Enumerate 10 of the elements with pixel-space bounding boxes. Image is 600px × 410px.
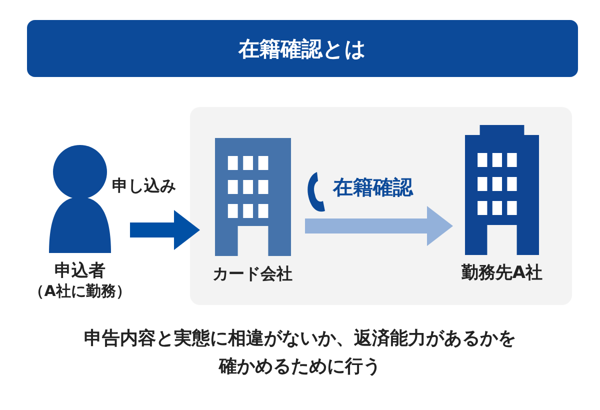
node-label: 勤務先A社	[461, 263, 543, 284]
edge-label: 在籍確認	[333, 174, 413, 201]
arrow	[130, 210, 200, 250]
node-label: 申込者	[54, 261, 106, 282]
arrow	[305, 206, 453, 246]
caption: 申告内容と実態に相違がないか、返済能力があるかを確かめるために行う	[83, 327, 517, 379]
node-label: カード会社	[212, 264, 292, 284]
title: 在籍確認とは	[238, 36, 366, 62]
node-sublabel: （A社に勤務）	[29, 282, 131, 301]
edge-label: 申し込み	[112, 176, 176, 197]
